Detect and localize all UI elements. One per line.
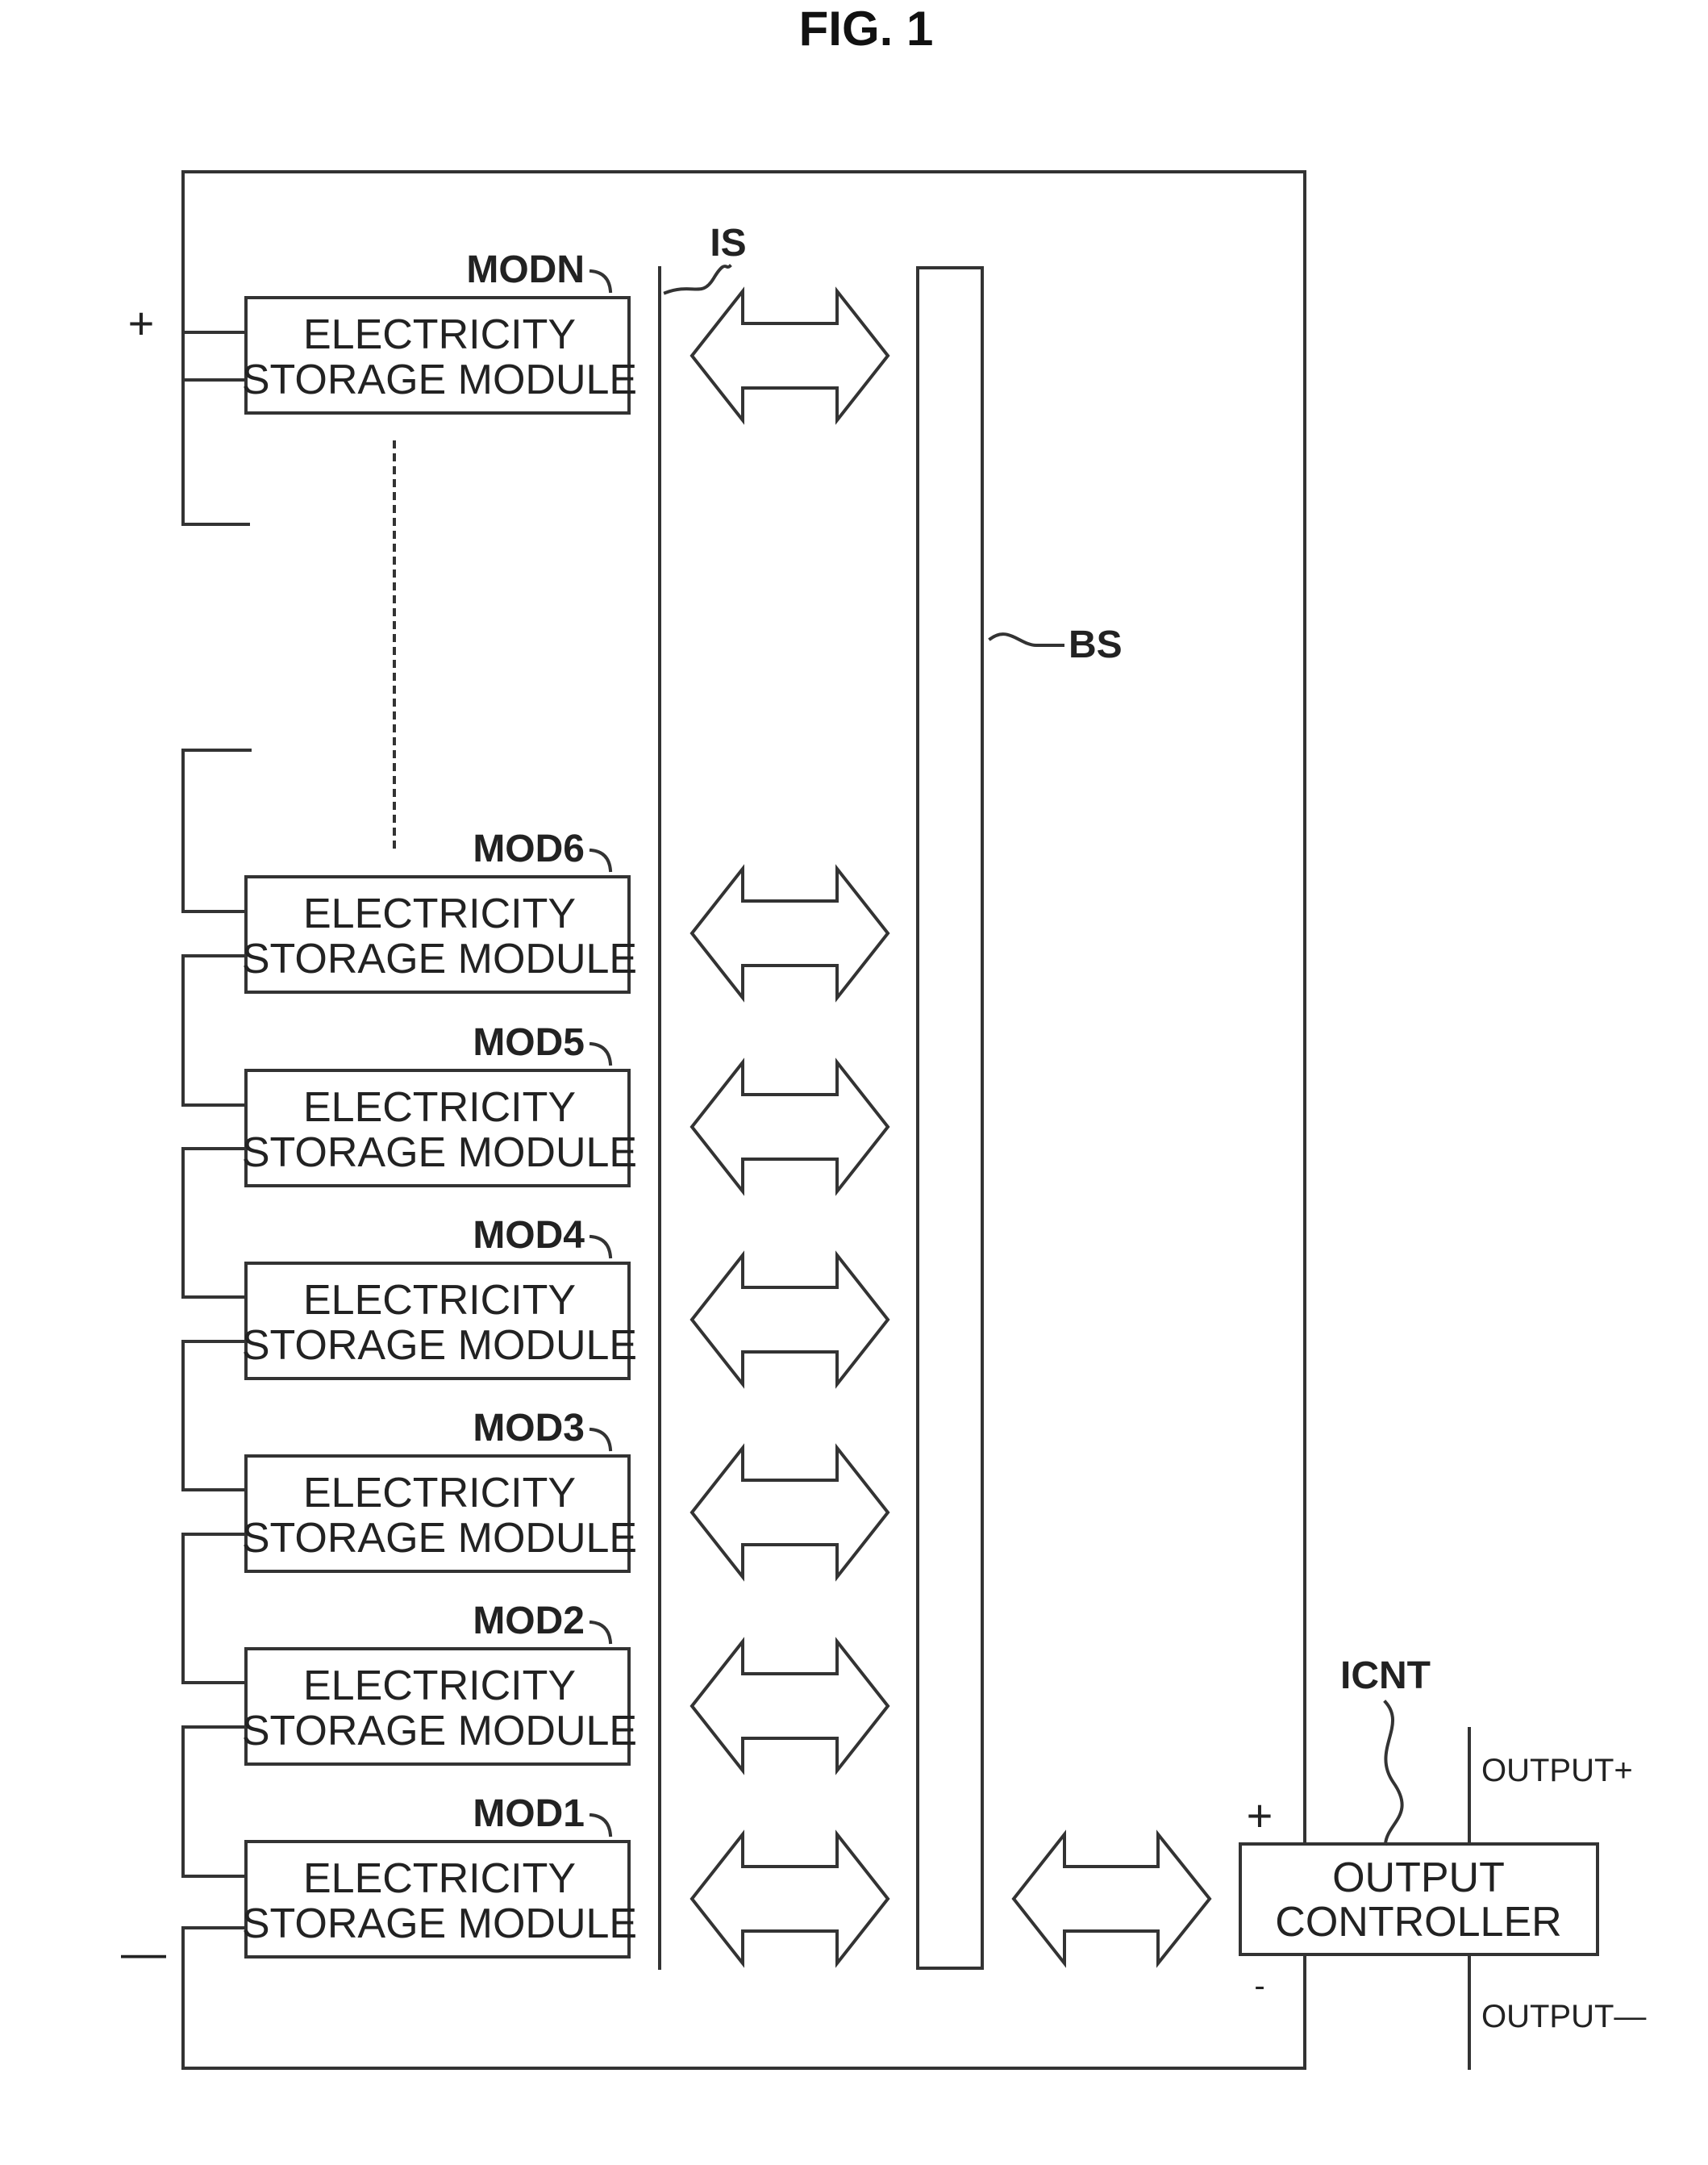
controller-minus-label: - <box>1254 1968 1264 2004</box>
module-line1: ELECTRICITY <box>303 1662 576 1709</box>
module-line2: STORAGE MODULE <box>242 936 637 982</box>
module-line2: STORAGE MODULE <box>242 1322 637 1369</box>
controller-line1: OUTPUT <box>1332 1854 1505 1901</box>
module-line1: ELECTRICITY <box>303 311 576 358</box>
double-arrow-icon <box>692 1255 888 1384</box>
module-label: MOD3 <box>473 1407 585 1450</box>
series-connections <box>183 956 246 1876</box>
output-controller: OUTPUT CONTROLLER + - OUTPUT+ OUTPUT— IC… <box>1240 1654 1646 2068</box>
module-line2: STORAGE MODULE <box>242 1708 637 1754</box>
module-mod4: ELECTRICITY STORAGE MODULE MOD4 <box>242 1214 637 1379</box>
module-label: MOD2 <box>473 1600 585 1642</box>
module-line2: STORAGE MODULE <box>242 1900 637 1947</box>
double-arrow-icon <box>692 1062 888 1191</box>
double-arrow-icon <box>692 1834 888 1963</box>
bs-bar <box>918 268 982 1968</box>
module-label: MOD1 <box>473 1792 585 1835</box>
module-modn: ELECTRICITY STORAGE MODULE MODN <box>242 248 637 413</box>
module-line2: STORAGE MODULE <box>242 1515 637 1562</box>
module-mod1: ELECTRICITY STORAGE MODULE MOD1 <box>242 1792 637 1957</box>
module-mod3: ELECTRICITY STORAGE MODULE MOD3 <box>242 1407 637 1571</box>
plus-terminal-label: + <box>128 298 155 348</box>
controller-line2: CONTROLLER <box>1275 1899 1561 1946</box>
double-arrow-icon <box>692 869 888 998</box>
output-plus-label: OUTPUT+ <box>1481 1753 1633 1788</box>
double-arrow-icon <box>692 291 888 420</box>
minus-terminal-label: — <box>121 1927 166 1978</box>
module-line1: ELECTRICITY <box>303 891 576 937</box>
module-label: MOD4 <box>473 1214 585 1257</box>
module-line1: ELECTRICITY <box>303 1084 576 1131</box>
icnt-label: ICNT <box>1340 1654 1431 1697</box>
module-label: MOD5 <box>473 1021 585 1064</box>
module-label: MODN <box>466 248 585 291</box>
double-arrow-icon <box>692 1641 888 1771</box>
module-label: MOD6 <box>473 828 585 870</box>
double-arrow-icon <box>692 1448 888 1577</box>
module-line2: STORAGE MODULE <box>242 357 637 403</box>
module-line1: ELECTRICITY <box>303 1277 576 1324</box>
module-line1: ELECTRICITY <box>303 1470 576 1516</box>
controller-plus-label: + <box>1247 1790 1273 1841</box>
is-label: IS <box>710 222 746 265</box>
module-mod5: ELECTRICITY STORAGE MODULE MOD5 <box>242 1021 637 1186</box>
bs-label: BS <box>1069 624 1123 666</box>
figure-title: FIG. 1 <box>799 2 934 56</box>
module-mod2: ELECTRICITY STORAGE MODULE MOD2 <box>242 1600 637 1764</box>
output-minus-label: OUTPUT— <box>1481 1999 1646 2034</box>
bs-bus: BS <box>918 268 1123 1968</box>
module-line1: ELECTRICITY <box>303 1855 576 1902</box>
module-mod6: ELECTRICITY STORAGE MODULE MOD6 <box>242 828 637 992</box>
module-line2: STORAGE MODULE <box>242 1129 637 1176</box>
double-arrow-icon <box>1014 1834 1210 1963</box>
